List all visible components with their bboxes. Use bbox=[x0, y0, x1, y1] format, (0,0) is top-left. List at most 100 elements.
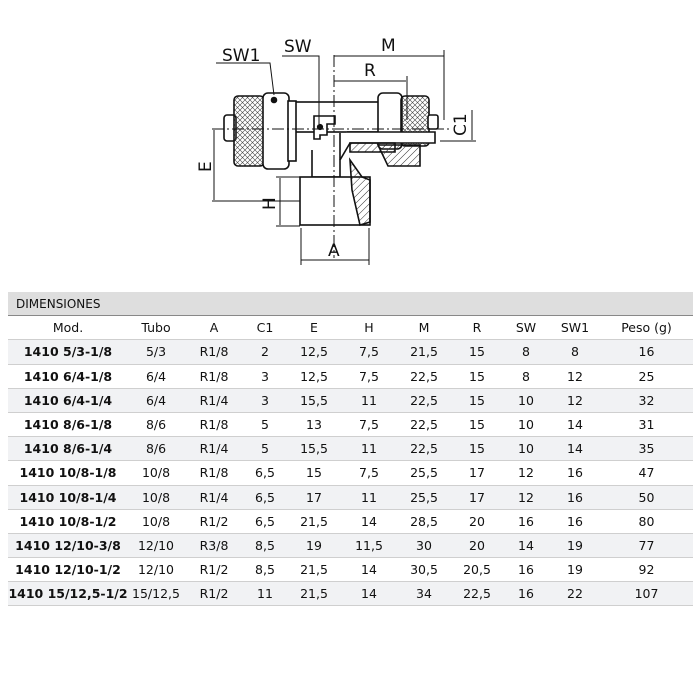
table-title: DIMENSIONES bbox=[8, 292, 693, 317]
table-cell: 80 bbox=[600, 509, 693, 534]
col-header: R bbox=[452, 315, 502, 341]
label-e: E bbox=[196, 161, 216, 172]
col-header: Tubo bbox=[128, 315, 184, 341]
table-cell: 15 bbox=[452, 339, 502, 365]
table-cell: 17 bbox=[452, 485, 502, 510]
table-cell: 47 bbox=[600, 460, 693, 486]
table-cell: 1410 12/10-3/8 bbox=[8, 533, 128, 559]
table-cell: 28,5 bbox=[396, 509, 452, 534]
table-cell: 50 bbox=[600, 485, 693, 510]
table-cell: 13 bbox=[286, 412, 342, 438]
table-cell: 5/3 bbox=[128, 339, 184, 365]
table-cell: 16 bbox=[550, 485, 600, 510]
table-cell: 6,5 bbox=[244, 485, 286, 510]
table-cell: R1/4 bbox=[184, 485, 244, 510]
table-cell: 5 bbox=[244, 436, 286, 462]
table-cell: 1410 6/4-1/4 bbox=[8, 388, 128, 413]
table-cell: 11 bbox=[244, 581, 286, 607]
col-header: H bbox=[342, 315, 396, 341]
table-cell: 14 bbox=[502, 533, 550, 559]
table-cell: 25,5 bbox=[396, 460, 452, 486]
table-cell: 34 bbox=[396, 581, 452, 607]
tee-fitting-drawing: SW1 SW M R C1 E H A bbox=[196, 36, 476, 265]
table-cell: 77 bbox=[600, 533, 693, 559]
col-header: SW1 bbox=[550, 315, 600, 341]
table-cell: 20,5 bbox=[452, 557, 502, 583]
table-cell: 1410 8/6-1/8 bbox=[8, 412, 128, 438]
table-cell: 21,5 bbox=[286, 557, 342, 583]
col-header: M bbox=[396, 315, 452, 341]
table-cell: 19 bbox=[286, 533, 342, 559]
table-cell: 8,5 bbox=[244, 533, 286, 559]
table-cell: 19 bbox=[550, 557, 600, 583]
table-cell: 15/12,5 bbox=[128, 581, 184, 607]
table-cell: 7,5 bbox=[342, 364, 396, 389]
table-cell: 21,5 bbox=[396, 339, 452, 365]
label-c1: C1 bbox=[451, 113, 471, 136]
label-m: M bbox=[381, 36, 396, 56]
table-cell: 22,5 bbox=[396, 388, 452, 413]
table-cell: 8,5 bbox=[244, 557, 286, 583]
table-cell: 11 bbox=[342, 436, 396, 462]
table-cell: 7,5 bbox=[342, 339, 396, 365]
table-cell: 1410 10/8-1/2 bbox=[8, 509, 128, 534]
table-cell: 1410 5/3-1/8 bbox=[8, 339, 128, 365]
table-cell: 8 bbox=[502, 339, 550, 365]
table-cell: R1/2 bbox=[184, 581, 244, 607]
table-cell: 14 bbox=[342, 509, 396, 534]
table-cell: 8/6 bbox=[128, 436, 184, 462]
table-cell: 22,5 bbox=[396, 412, 452, 438]
table-cell: 25,5 bbox=[396, 485, 452, 510]
table-cell: 22,5 bbox=[396, 364, 452, 389]
table-cell: 14 bbox=[550, 436, 600, 462]
table-cell: 16 bbox=[502, 509, 550, 534]
table-cell: R3/8 bbox=[184, 533, 244, 559]
table-cell: 7,5 bbox=[342, 412, 396, 438]
table-cell: 12/10 bbox=[128, 533, 184, 559]
table-cell: 22,5 bbox=[452, 581, 502, 607]
table-cell: 15 bbox=[286, 460, 342, 486]
table-cell: R1/8 bbox=[184, 460, 244, 486]
table-cell: 16 bbox=[550, 460, 600, 486]
table-cell: 15 bbox=[452, 364, 502, 389]
table-cell: R1/8 bbox=[184, 364, 244, 389]
table-cell: R1/8 bbox=[184, 339, 244, 365]
table-cell: 11 bbox=[342, 485, 396, 510]
table-cell: 6/4 bbox=[128, 388, 184, 413]
table-cell: 16 bbox=[600, 339, 693, 365]
table-cell: 8 bbox=[502, 364, 550, 389]
table-cell: 10/8 bbox=[128, 460, 184, 486]
table-cell: 11 bbox=[342, 388, 396, 413]
label-sw1: SW1 bbox=[222, 46, 260, 66]
col-header: Mod. bbox=[8, 315, 128, 341]
table-cell: 1410 15/12,5-1/2 bbox=[8, 581, 128, 607]
table-cell: 8 bbox=[550, 339, 600, 365]
table-cell: 10/8 bbox=[128, 509, 184, 534]
col-header: A bbox=[184, 315, 244, 341]
table-cell: 10 bbox=[502, 412, 550, 438]
table-cell: 16 bbox=[550, 509, 600, 534]
table-cell: 10/8 bbox=[128, 485, 184, 510]
table-cell: 12 bbox=[550, 388, 600, 413]
table-cell: 30 bbox=[396, 533, 452, 559]
table-cell: 107 bbox=[600, 581, 693, 607]
table-cell: 17 bbox=[286, 485, 342, 510]
label-h: H bbox=[260, 197, 280, 210]
table-cell: 16 bbox=[502, 557, 550, 583]
table-cell: 15 bbox=[452, 412, 502, 438]
table-cell: R1/4 bbox=[184, 436, 244, 462]
col-header: SW bbox=[502, 315, 550, 341]
table-cell: 14 bbox=[342, 557, 396, 583]
table-cell: 32 bbox=[600, 388, 693, 413]
table-cell: 22,5 bbox=[396, 436, 452, 462]
table-cell: 31 bbox=[600, 412, 693, 438]
table-cell: 12,5 bbox=[286, 339, 342, 365]
table-cell: 30,5 bbox=[396, 557, 452, 583]
